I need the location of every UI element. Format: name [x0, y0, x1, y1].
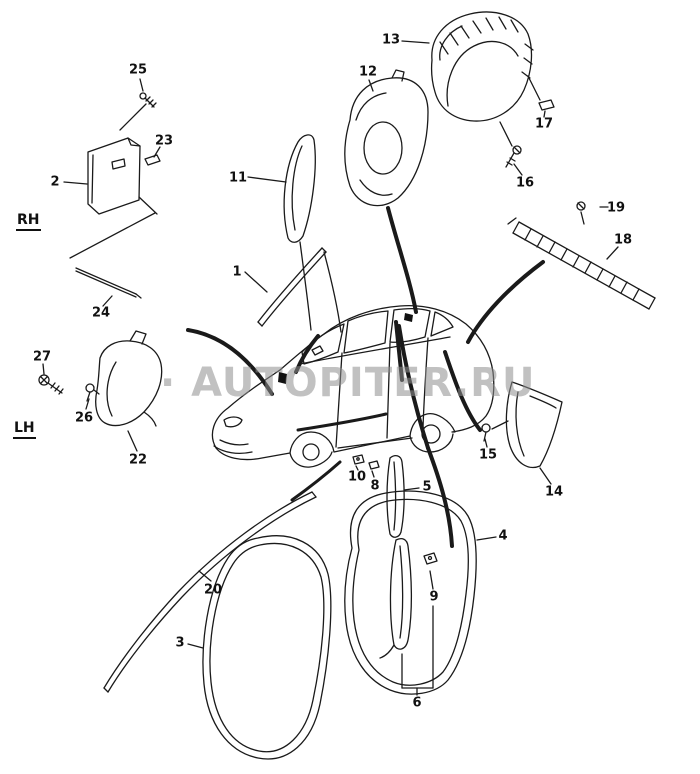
- callout-1: 1: [232, 264, 242, 280]
- part-14-shape: [505, 381, 563, 485]
- part-25-screw: [119, 78, 157, 131]
- bold-leader-curves: [186, 206, 545, 548]
- bracket-6: [401, 605, 434, 696]
- callout-20: 20: [203, 582, 223, 598]
- part-16-screw: [505, 145, 523, 176]
- callout-27: 27: [32, 349, 52, 365]
- callout-22: 22: [128, 452, 148, 468]
- callout-11: 11: [228, 170, 248, 186]
- callout-26: 26: [74, 410, 94, 426]
- callout-4: 4: [498, 528, 508, 544]
- part-13-shape: [401, 11, 541, 147]
- callout-19: 19: [606, 200, 626, 216]
- callout-13: 13: [381, 32, 401, 48]
- part-10-clip: [352, 454, 365, 471]
- connector-1: [323, 251, 342, 333]
- bold-clip-patches: [278, 313, 413, 384]
- part-4-seal: [344, 490, 497, 695]
- callout-10: 10: [347, 469, 367, 485]
- part-8-clip: [368, 460, 380, 478]
- part-1-strip: [244, 247, 327, 327]
- callout-6: 6: [412, 695, 422, 711]
- part-27-screw: [38, 363, 64, 395]
- callout-5: 5: [422, 479, 432, 495]
- callout-17: 17: [534, 116, 554, 132]
- connector-11: [299, 241, 312, 331]
- part-9-clip: [423, 552, 438, 590]
- part-18-shape: [507, 217, 656, 310]
- part-24-rod: [69, 212, 156, 307]
- part-6-lower-pillar: [379, 538, 413, 659]
- part-12-shape: [344, 69, 429, 207]
- callout-3: 3: [175, 635, 185, 651]
- part-11-shape: [247, 134, 316, 243]
- callout-16: 16: [515, 175, 535, 191]
- label-lh: LH: [13, 420, 36, 439]
- callout-9: 9: [429, 589, 439, 605]
- callout-25: 25: [128, 62, 148, 78]
- callout-12: 12: [358, 64, 378, 80]
- callout-8: 8: [370, 478, 380, 494]
- part-20-strip: [103, 491, 317, 693]
- callout-2: 2: [50, 174, 60, 190]
- callout-24: 24: [91, 305, 111, 321]
- label-rh: RH: [16, 212, 41, 231]
- callout-14: 14: [544, 484, 564, 500]
- callout-23: 23: [154, 133, 174, 149]
- part-5-shape: [386, 455, 420, 538]
- callout-18: 18: [613, 232, 633, 248]
- part-17-clip: [538, 99, 555, 118]
- part-15-clip: [481, 420, 509, 448]
- part-23-clip: [144, 146, 161, 166]
- part-2-shape: [63, 137, 158, 215]
- part-19-screw: [576, 201, 609, 225]
- part-3-seal: [187, 535, 332, 760]
- car-sketch: [211, 304, 495, 468]
- callout-15: 15: [478, 447, 498, 463]
- part-22-shape: [95, 330, 163, 452]
